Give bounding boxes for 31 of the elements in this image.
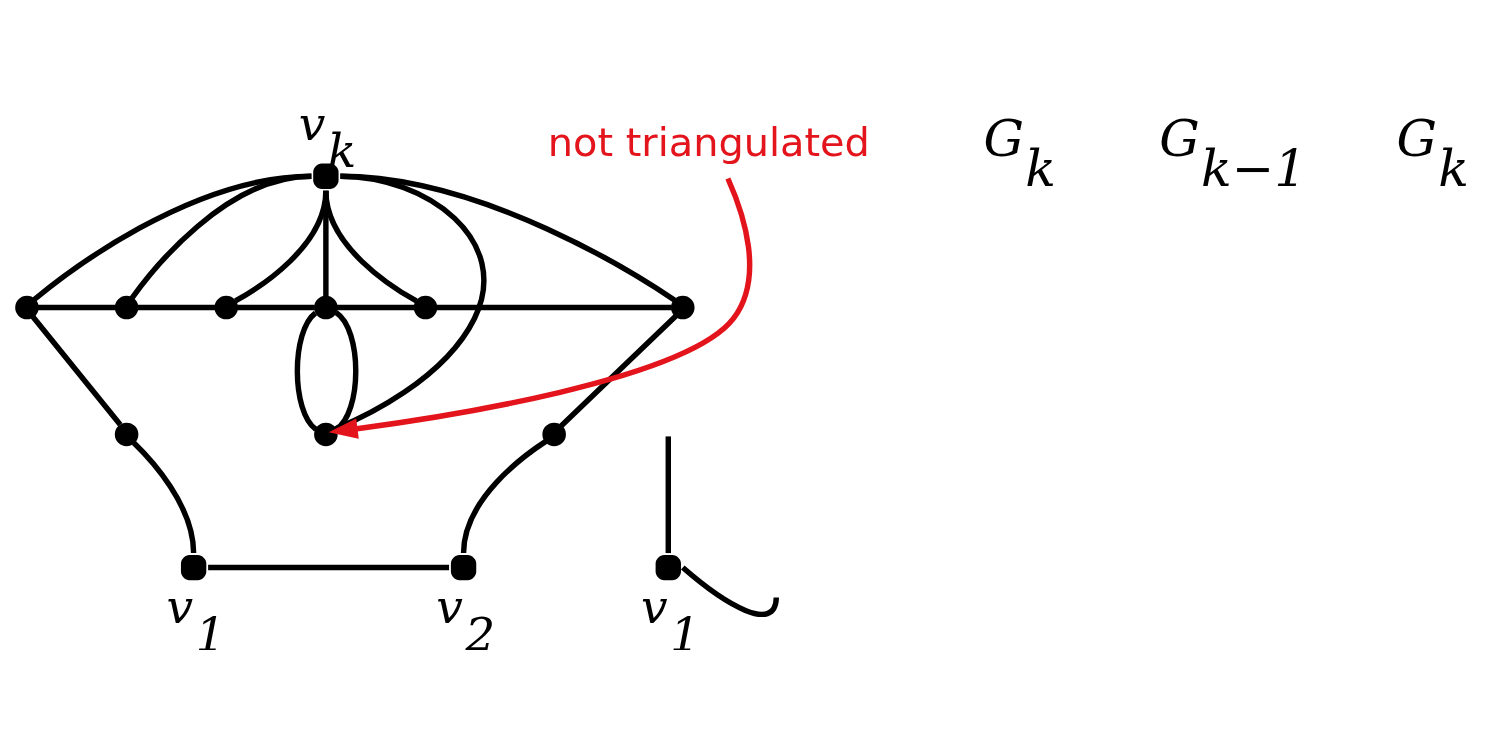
node-circle: [450, 554, 477, 581]
connector: [665, 436, 671, 554]
connector: [336, 304, 415, 311]
node-circle: [314, 422, 338, 447]
connector: [237, 304, 315, 311]
connector: [460, 439, 548, 554]
connector: [131, 440, 197, 554]
node-circle: [180, 554, 207, 581]
connector: [681, 565, 779, 617]
node-circle: [214, 295, 238, 320]
node-circle: [413, 295, 438, 320]
connector: [30, 315, 123, 427]
connector: [32, 173, 312, 302]
node-circle: [655, 554, 681, 581]
connector: [129, 173, 312, 300]
arrow: [328, 177, 753, 439]
node-circle: [542, 422, 566, 447]
connector: [436, 304, 672, 311]
node-circle: [114, 422, 139, 447]
node-circle: [15, 295, 39, 320]
connector: [559, 314, 678, 428]
node-circle: [314, 295, 338, 320]
connector: [208, 564, 450, 571]
node-circle: [671, 295, 695, 320]
connector: [340, 173, 677, 303]
connector: [323, 190, 418, 304]
connector: [37, 304, 116, 311]
connector: [294, 311, 318, 432]
node-circle: [114, 295, 139, 320]
node-text: not triangulated: [547, 118, 870, 165]
connector: [137, 304, 216, 311]
